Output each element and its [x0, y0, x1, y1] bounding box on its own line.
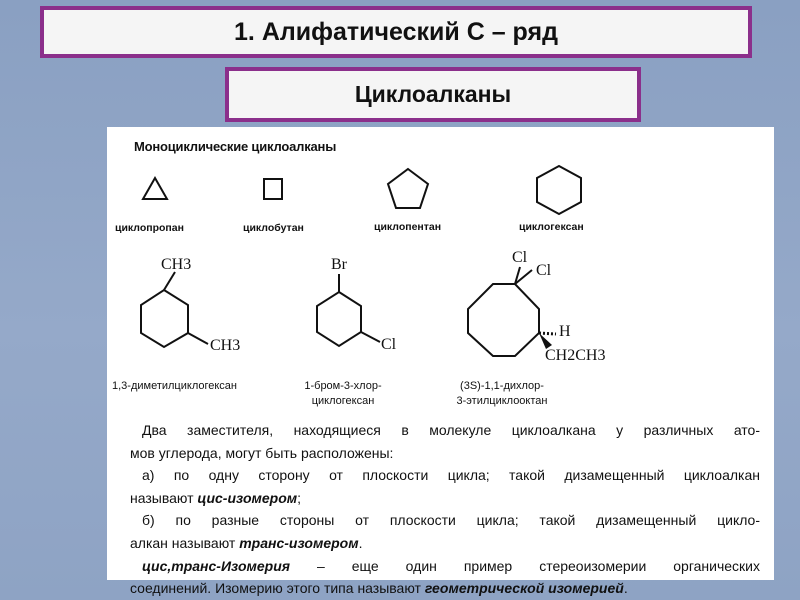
cyclohexane-ring [536, 164, 582, 216]
dimethylcyclohexane-ring [140, 288, 189, 349]
ethyl-wedge-bond [539, 333, 552, 349]
label-h: H [559, 323, 571, 340]
chloro-bond [360, 331, 381, 343]
label-cl: Cl [381, 336, 397, 353]
term-cis-trans: цис,транс-Изомерия [142, 557, 291, 574]
caption-cyclopentane: циклопентан [374, 221, 442, 233]
text-line: а) по одну сторону от плоскости цикла; т… [142, 467, 760, 484]
cyclobutane-ring [263, 178, 283, 200]
caption-dimethylcyclohexane: 1,3-диметилциклогексан [112, 380, 237, 392]
label-cl-a: Cl [512, 249, 528, 266]
content-panel: Моноциклические циклоалканы циклопропан … [107, 127, 774, 596]
structures-drawing [140, 164, 582, 357]
page-title: 1. Алифатический С – ряд [234, 17, 558, 46]
text-line: Два заместителя, находящиеся в молекуле … [142, 422, 760, 438]
text-line: называют цис-изомером; [130, 489, 302, 506]
label-ethyl: CH2CH3 [545, 347, 606, 364]
text-line: соединений. Изомерию этого типа называют… [130, 580, 628, 597]
label-ch3-side: CH3 [210, 337, 241, 354]
caption-cyclopropane: циклопропан [115, 222, 184, 234]
methyl-bond-side [187, 332, 209, 345]
term-trans: транс-изомером [239, 534, 359, 551]
chloro-bond-a [514, 266, 521, 285]
title-box: 1. Алифатический С – ряд [40, 6, 752, 58]
section-heading: Моноциклические циклоалканы [134, 139, 337, 154]
bromochlorocyclohexane-ring [316, 290, 362, 348]
chloro-bond-b [514, 269, 533, 285]
page-subtitle: Циклоалканы [354, 81, 512, 107]
caption-line: циклогексан [311, 395, 375, 407]
body-paragraph: Два заместителя, находящиеся в молекуле … [130, 419, 760, 600]
label-cl-b: Cl [536, 262, 552, 279]
caption-line: 1-бром-3-хлор- [304, 380, 382, 392]
caption-line: (3S)-1,1-дихлор- [460, 380, 544, 392]
text-line: б) по разные стороны от плоскости цикла;… [142, 512, 760, 529]
cyclopropane-ring [141, 175, 169, 200]
h-hashed-bond [538, 331, 557, 336]
caption-dichloroethylcyclooctane: (3S)-1,1-дихлор- 3-этилциклооктан [442, 379, 562, 409]
caption-cyclobutane: циклобутан [243, 222, 304, 234]
term-cis: цис-изомером [197, 489, 298, 506]
caption-line: 3-этилциклооктан [456, 395, 548, 407]
methyl-bond-top [163, 271, 176, 291]
caption-cyclohexane: циклогексан [519, 221, 584, 233]
text-line: алкан называют транс-изомером. [130, 534, 363, 551]
cyclopentane-ring [386, 167, 430, 209]
label-ch3-top: CH3 [161, 256, 192, 273]
subtitle-box: Циклоалканы [225, 67, 641, 122]
label-br: Br [331, 256, 347, 273]
text-line: цис,транс-Изомерия – еще один пример сте… [142, 557, 760, 574]
text-line: мов углерода, могут быть расположены: [130, 444, 394, 461]
term-geometric: геометрической изомерией [424, 580, 624, 597]
caption-bromochlorocyclohexane: 1-бром-3-хлор- циклогексан [293, 379, 393, 409]
cyclooctane-ring [467, 283, 540, 357]
